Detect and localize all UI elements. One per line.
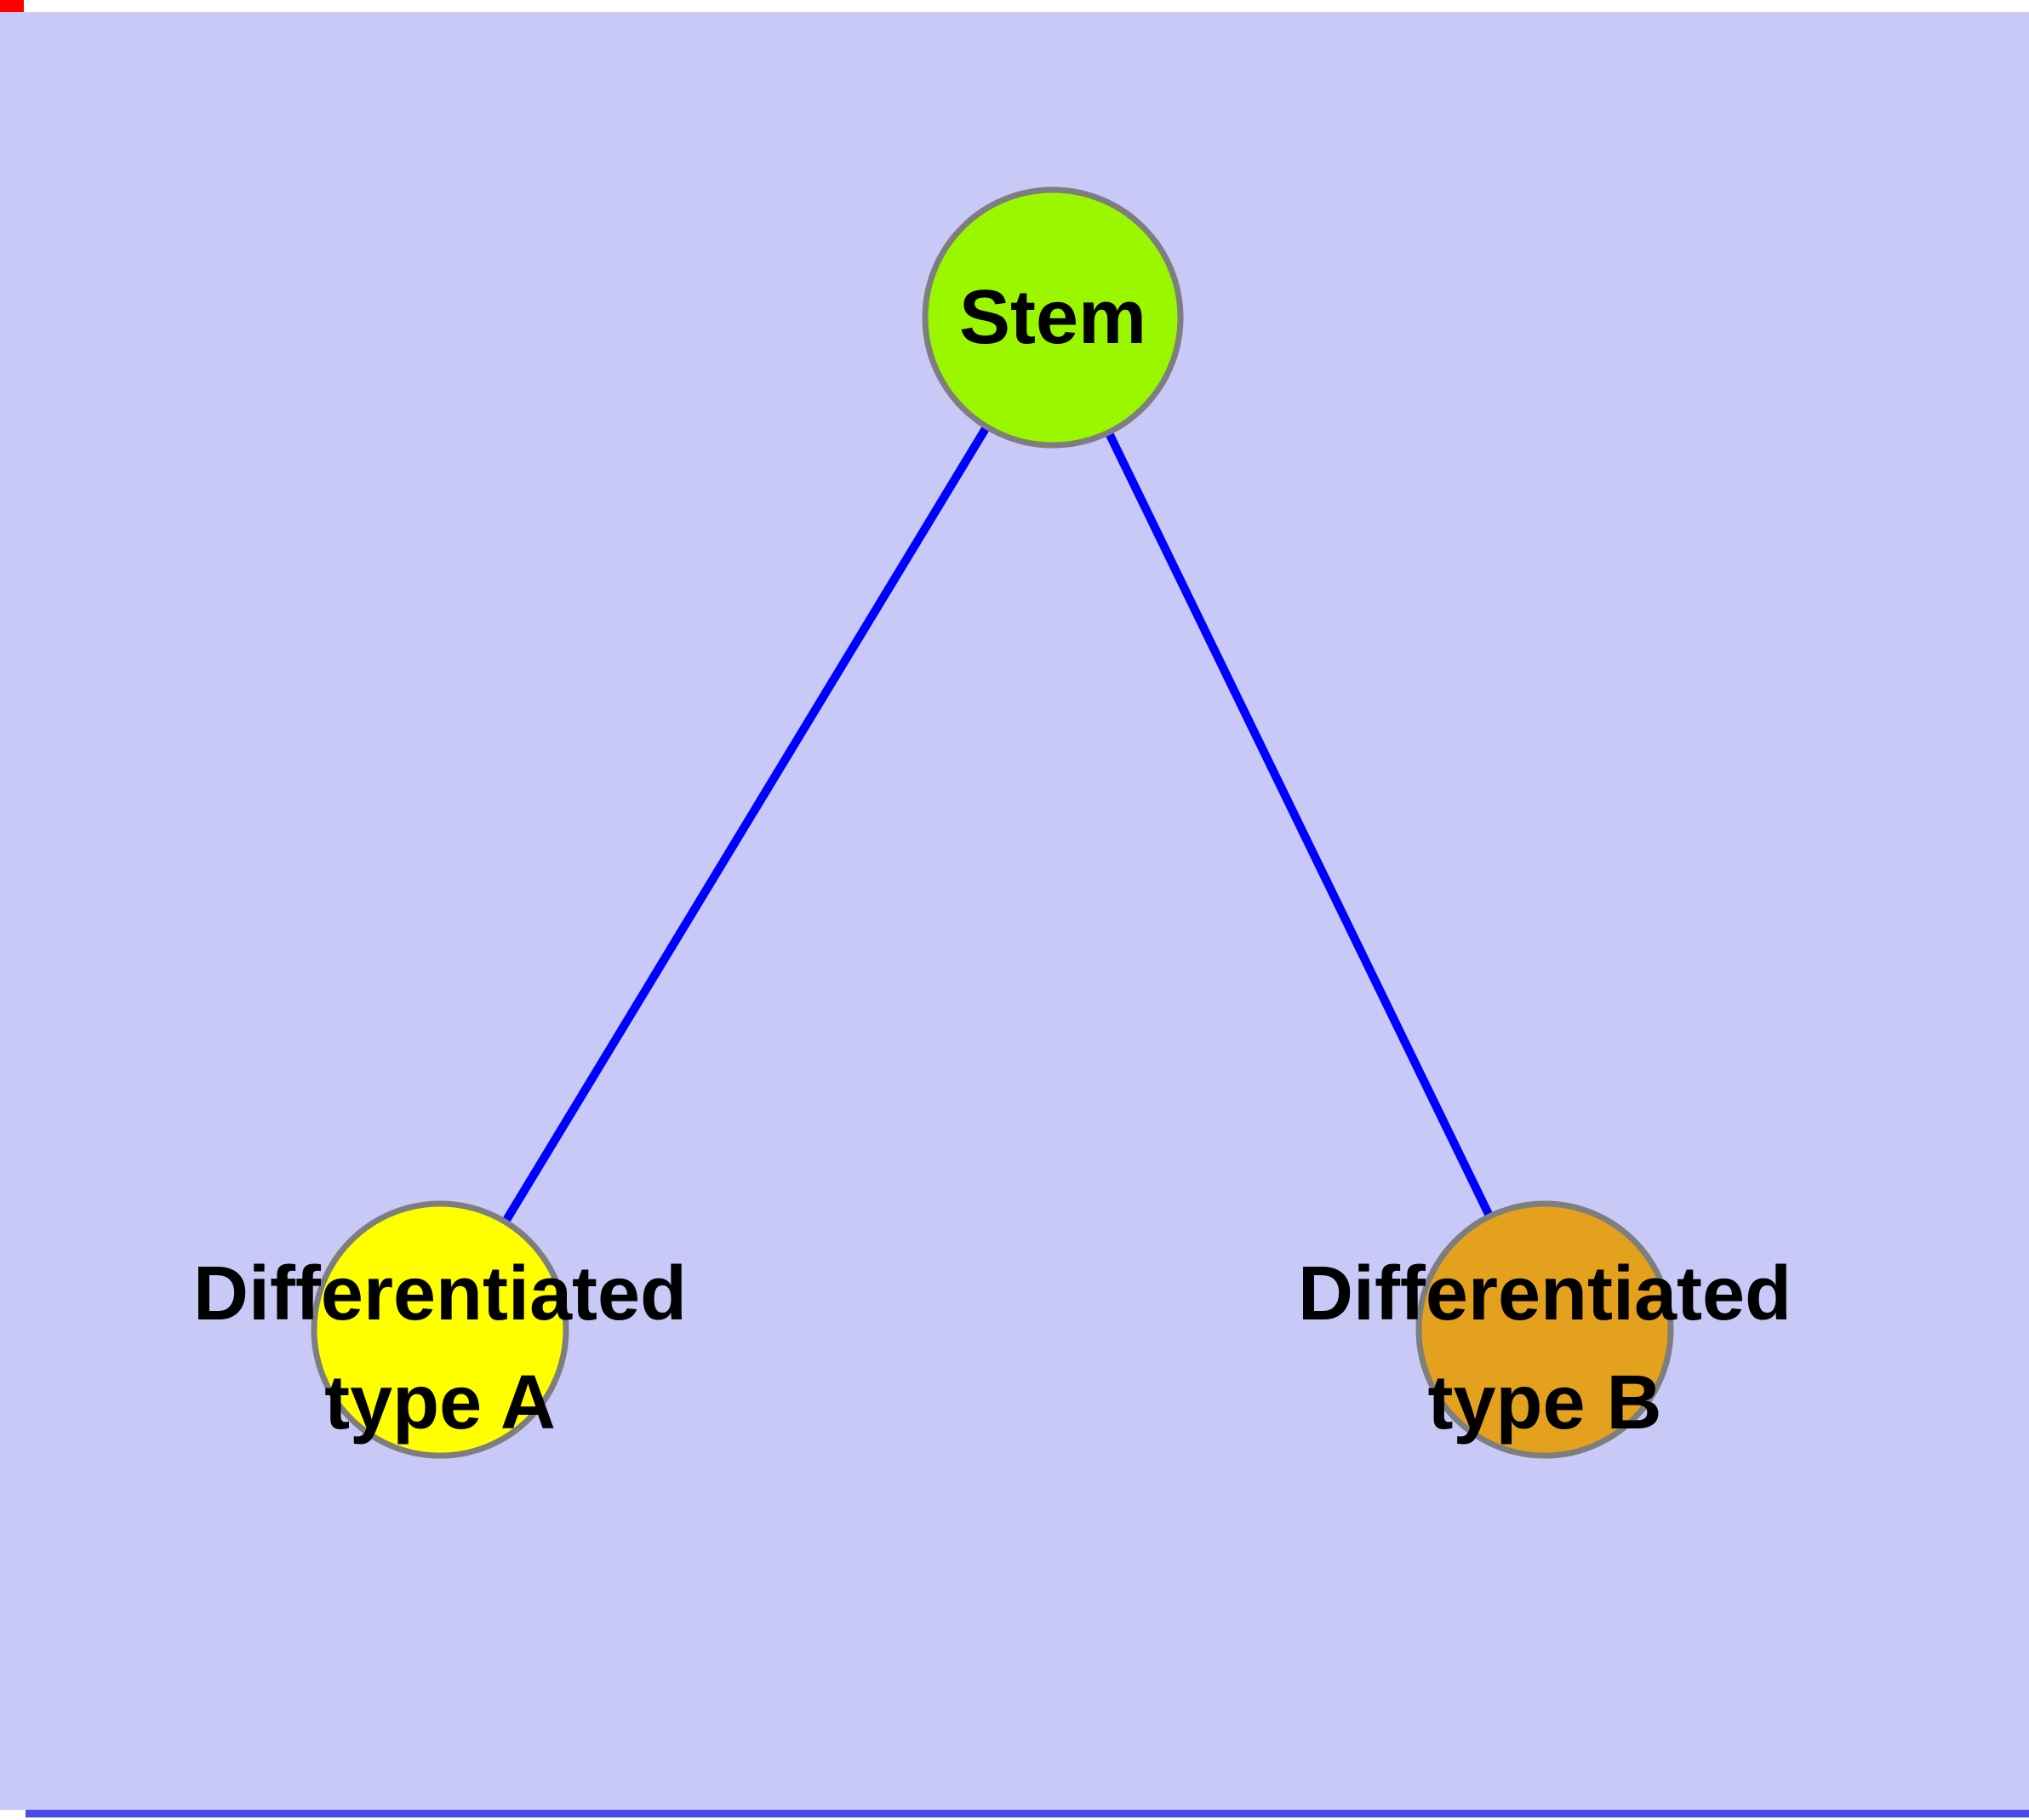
node-label-diff-a: Differentiated type A <box>193 1251 687 1445</box>
edge-stem-diff-a <box>436 315 1057 1332</box>
window-bottom-bar <box>26 1810 2029 1817</box>
edges-layer <box>436 315 1549 1332</box>
node-label-line: Differentiated <box>1298 1251 1792 1336</box>
node-label-diff-b: Differentiated type B <box>1298 1251 1792 1445</box>
node-circle-stem <box>922 186 1184 449</box>
window-top-strip <box>0 0 2029 12</box>
node-label-line: Stem <box>959 275 1146 360</box>
window-top-left-mark <box>0 0 24 12</box>
node-circle-diff-a <box>311 1200 569 1459</box>
edge-stem-diff-b <box>1049 315 1549 1332</box>
node-circle-diff-b <box>1415 1200 1674 1459</box>
node-label-line: type B <box>1427 1360 1661 1445</box>
node-label-stem: Stem <box>959 275 1146 360</box>
node-label-line: type A <box>324 1360 556 1445</box>
node-label-line: Differentiated <box>193 1251 687 1336</box>
